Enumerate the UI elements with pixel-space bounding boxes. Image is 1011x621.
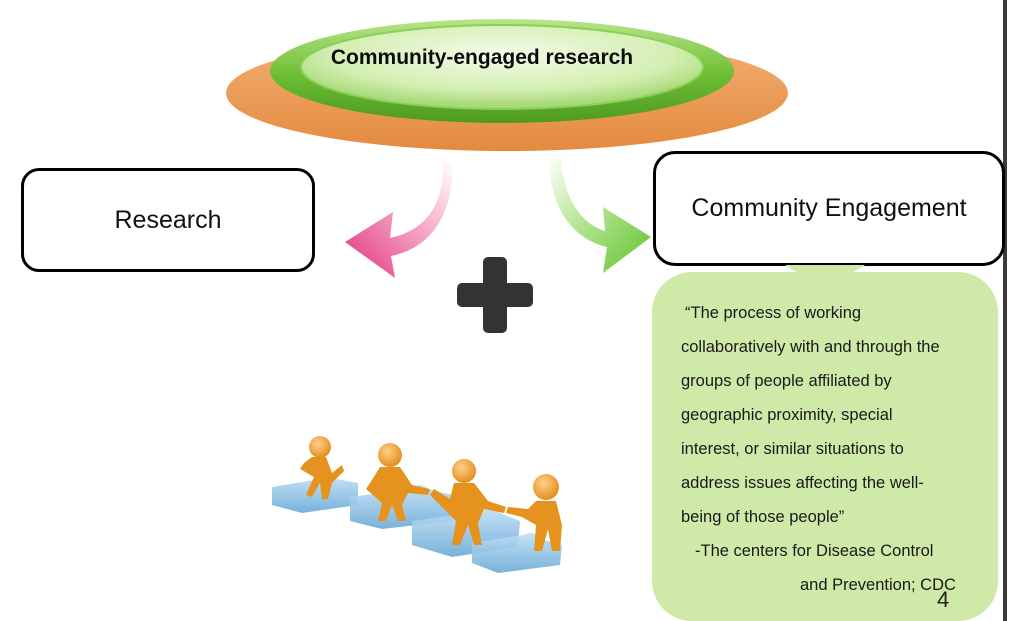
definition-line: interest, or similar situations to [681,440,904,458]
definition-text: “The process of working collaboratively … [681,296,1001,602]
definition-callout [652,272,998,621]
slide-right-border [1003,0,1007,621]
community-engagement-box: Community Engagement [653,151,1005,266]
definition-line: being of those people” [681,508,845,526]
diagram-title: Community-engaged research [330,46,634,69]
title-ellipse [226,19,788,151]
green-arrow-icon [549,157,651,273]
research-label: Research [114,205,222,234]
pink-arrow-icon [345,162,453,278]
attribution-line: -The centers for Disease Control [695,542,934,560]
teamwork-puzzle-people-icon [272,436,562,573]
definition-line: address issues affecting the well- [681,474,924,492]
community-engagement-label: Community Engagement [691,194,967,222]
definition-line: collaboratively with and through the [681,338,940,356]
definition-line: groups of people affiliated by [681,372,892,390]
plus-icon [457,257,533,333]
definition-line: geographic proximity, special [681,406,893,424]
research-box: Research [21,168,315,272]
definition-line: “The process of working [685,304,862,322]
page-number: 4 [937,587,950,612]
attribution-line: and Prevention; CDC [800,576,956,594]
